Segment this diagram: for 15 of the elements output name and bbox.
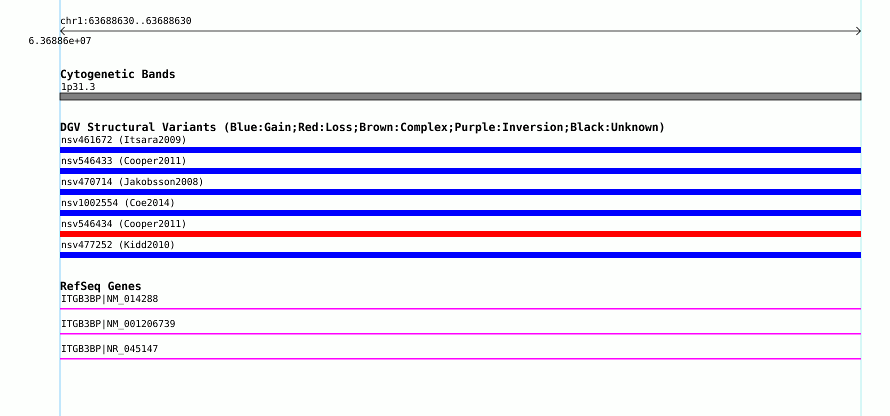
feature-label: nsv461672 (Itsara2009): [62, 136, 185, 144]
track-heading: Cytogenetic Bands: [60, 68, 175, 80]
feature-label: 1p31.3: [62, 82, 95, 92]
track-heading: DGV Structural Variants (Blue:Gain;Red:Loss;Brown:Complex;Purple:Inversion;Black:Unknown): [60, 122, 664, 134]
feature-label: nsv477252 (Kidd2010): [62, 240, 174, 250]
feature-label: ITGB3BP|NR_045147: [62, 344, 158, 354]
feature-label: nsv546434 (Cooper2011): [62, 220, 185, 229]
track-heading: RefSeq Genes: [60, 281, 141, 292]
axis-label: chr1:63688630..63688630: [60, 16, 191, 24]
feature-label: nsv1002554 (Coe2014): [62, 198, 174, 208]
feature-label: ITGB3BP|NM_001206739: [62, 320, 175, 330]
feature-label: nsv546433 (Cooper2011): [62, 156, 185, 166]
axis-label: 6.36886e+07: [29, 36, 91, 44]
feature-label: ITGB3BP|NM_014288: [62, 294, 158, 304]
feature-label: nsv470714 (Jakobsson2008): [62, 178, 202, 186]
